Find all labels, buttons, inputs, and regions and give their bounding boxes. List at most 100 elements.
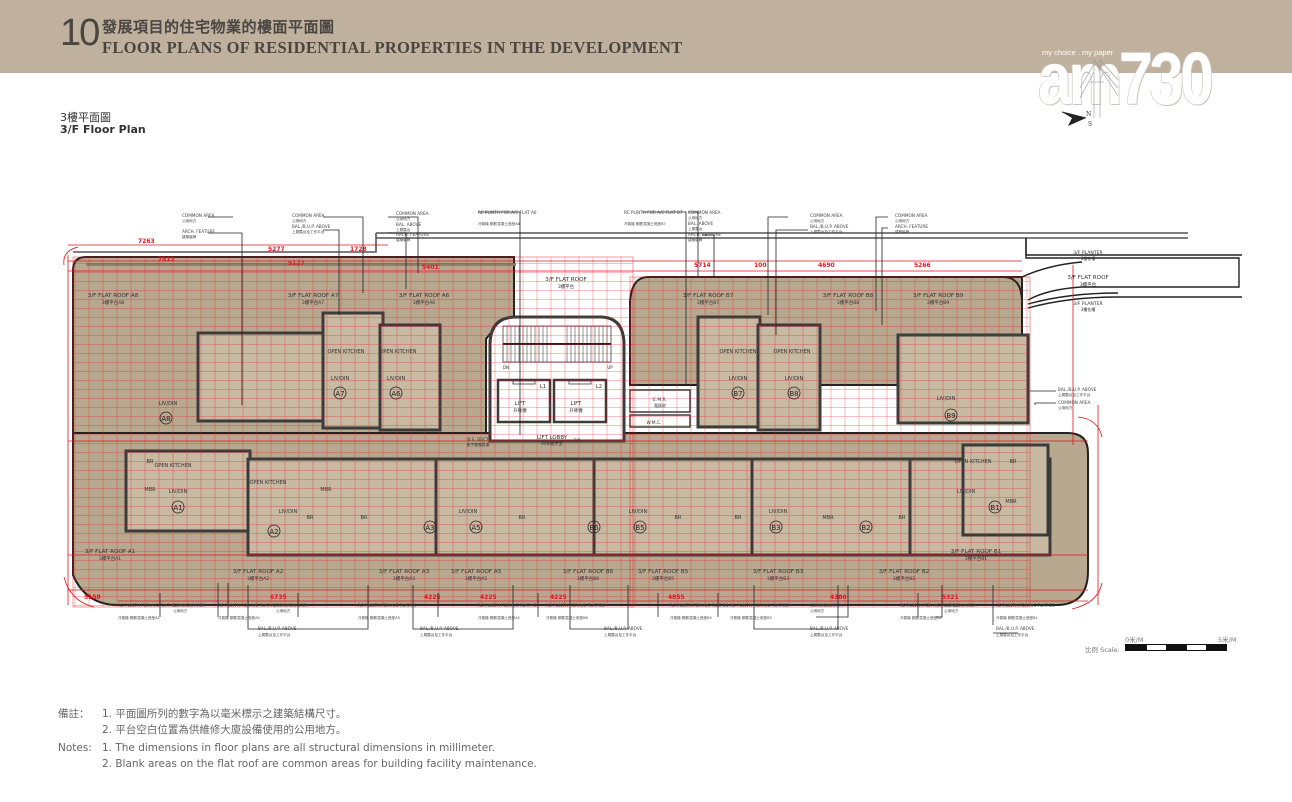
scale-label: 比例 Scale: [1085,646,1120,654]
unit-tag-b8: B8 [787,386,801,400]
svg-text:3/F FLAT ROOF A5: 3/F FLAT ROOF A5 [451,569,502,575]
svg-text:3樓平台B3: 3樓平台B3 [767,575,789,582]
svg-text:3樓花槽: 3樓花槽 [1081,306,1096,312]
svg-text:COMMON AREA: COMMON AREA [292,213,325,218]
svg-text:LIV/DIN: LIV/DIN [279,509,298,515]
svg-text:3/F FLAT ROOF B1: 3/F FLAT ROOF B1 [951,549,1002,555]
svg-text:7263: 7263 [138,238,155,245]
svg-text:E.M.R.: E.M.R. [653,397,667,403]
svg-text:5127: 5127 [288,260,305,267]
svg-text:公用地方: 公用地方 [292,218,307,223]
notes-en-item-1: 1. The dimensions in floor plans are all… [102,742,495,754]
svg-text:3/F FLAT ROOF: 3/F FLAT ROOF [545,277,586,283]
svg-text:5714: 5714 [694,262,711,269]
header-band [0,0,1292,73]
svg-text:BR: BR [1010,459,1017,465]
notes-zh-row-2: 2. 平台空白位置為供維修大廈設備使用的公用地方。 [58,723,537,739]
svg-text:上層露台及工作平台: 上層露台及工作平台 [810,632,843,637]
svg-text:A5: A5 [471,524,480,532]
svg-text:LIFT: LIFT [571,401,583,407]
svg-text:RC PLINTH FOR A/C FLAT A2: RC PLINTH FOR A/C FLAT A2 [218,603,277,608]
notes-en-row-2: 2. Blank areas on the flat roof are comm… [58,757,537,773]
svg-text:W.M.C.: W.M.C. [647,420,662,426]
svg-text:6735: 6735 [270,594,287,601]
svg-text:上層露台: 上層露台 [396,227,411,232]
svg-text:電錶房: 電錶房 [654,402,666,408]
svg-text:B.S. DUCT: B.S. DUCT [467,437,489,442]
svg-text:LIV/DIN: LIV/DIN [169,489,188,495]
svg-text:BAL. ABOVE: BAL. ABOVE [688,221,713,226]
compass-south-label: S [1088,121,1093,128]
svg-text:OPEN KITCHEN: OPEN KITCHEN [379,349,416,355]
svg-text:B7: B7 [733,390,742,398]
svg-text:3/F FLAT ROOF: 3/F FLAT ROOF [1067,275,1108,281]
svg-text:P.D.: P.D. [574,438,582,443]
svg-text:3/F FLAT ROOF A2: 3/F FLAT ROOF A2 [233,569,284,575]
svg-text:3樓平台B8: 3樓平台B8 [837,299,859,306]
unit-tag-a5: A5 [469,520,483,534]
svg-text:公用地方: 公用地方 [688,215,703,220]
svg-text:B9: B9 [946,412,955,420]
svg-text:3樓平台A1: 3樓平台A1 [99,555,121,562]
page-title-en: FLOOR PLANS OF RESIDENTIAL PROPERTIES IN… [102,38,683,57]
svg-text:A6: A6 [391,390,401,398]
svg-text:LIFT LOBBY: LIFT LOBBY [537,435,568,441]
svg-text:3/F FLAT ROOF A6: 3/F FLAT ROOF A6 [399,293,450,299]
svg-text:BR: BR [307,515,314,521]
svg-text:B5: B5 [635,524,644,532]
svg-text:3樓平台B5: 3樓平台B5 [652,575,674,582]
svg-text:LIV/DIN: LIV/DIN [629,509,648,515]
svg-text:冷氣機 鋼筋混凝土底座A1: 冷氣機 鋼筋混凝土底座A1 [118,615,160,620]
svg-text:冷氣機 鋼筋混凝土底座A6: 冷氣機 鋼筋混凝土底座A6 [478,221,521,226]
svg-text:COMMON AREA: COMMON AREA [182,213,215,218]
notes-en-label: Notes: [58,742,92,754]
logo-tagline: my choice . my paper [1042,48,1114,57]
svg-text:建築裝飾: 建築裝飾 [895,229,910,234]
svg-text:建築裝飾: 建築裝飾 [396,237,411,242]
scale-end-label: 5米/M [1218,636,1237,644]
svg-text:MBR: MBR [320,487,332,493]
svg-text:BAL. ABOVE: BAL. ABOVE [396,222,421,227]
svg-text:B3: B3 [771,524,780,532]
unit-tag-b5: B5 [633,520,647,534]
svg-text:5401: 5401 [422,264,439,271]
svg-text:公用地方: 公用地方 [276,608,291,613]
svg-text:RC PLINTH FOR A/C FLAT B6: RC PLINTH FOR A/C FLAT B6 [546,603,605,608]
svg-text:BAL./B.U.P. ABOVE: BAL./B.U.P. ABOVE [258,626,297,631]
svg-text:上層露台及工作平台: 上層露台及工作平台 [258,632,291,637]
svg-text:RC PLINTH FOR A/C FLAT B3: RC PLINTH FOR A/C FLAT B3 [730,603,789,608]
svg-text:冷氣機 鋼筋混凝土底座B1: 冷氣機 鋼筋混凝土底座B1 [996,615,1038,620]
svg-text:DN: DN [503,365,509,370]
svg-text:LIV/DIN: LIV/DIN [159,401,178,407]
svg-text:COMMON AREA: COMMON AREA [895,213,928,218]
svg-text:BAL./B.U.P. ABOVE: BAL./B.U.P. ABOVE [810,626,849,631]
svg-text:冷氣機 鋼筋混凝土底座B3: 冷氣機 鋼筋混凝土底座B3 [730,615,772,620]
compass-north-label: N [1086,111,1092,118]
svg-text:BR: BR [899,515,906,521]
svg-text:建築裝飾: 建築裝飾 [688,237,703,242]
svg-text:4855: 4855 [668,594,685,601]
svg-text:3樓平台B2: 3樓平台B2 [893,575,915,582]
notes-en-item-2: 2. Blank areas on the flat roof are comm… [102,757,537,770]
svg-text:A7: A7 [335,390,344,398]
room-labels: LIV/DIN LIV/DIN LIV/DIN LIV/DIN LIV/DIN … [144,349,1017,521]
svg-text:公用地方: 公用地方 [1058,405,1073,410]
scale-graphic [1125,644,1227,651]
svg-text:BR: BR [675,515,682,521]
scale-start-label: 0米/M [1125,636,1144,644]
svg-text:RC PLINTH FOR A/C FLAT B2: RC PLINTH FOR A/C FLAT B2 [900,603,959,608]
unit-tag-a3: A3 [423,520,437,534]
svg-text:屋宇裝備管道: 屋宇裝備管道 [467,442,490,447]
svg-text:RC PLINTH FOR A/C FLAT A6: RC PLINTH FOR A/C FLAT A6 [478,210,537,215]
svg-text:LIV/DIN: LIV/DIN [769,509,788,515]
east-planters [1021,238,1242,309]
svg-text:LIV/DIN: LIV/DIN [459,509,478,515]
svg-text:100: 100 [754,262,767,269]
svg-text:3/F FLAT ROOF B3: 3/F FLAT ROOF B3 [753,569,804,575]
svg-text:3/F FLAT ROOF B9: 3/F FLAT ROOF B9 [913,293,964,299]
svg-text:ARCH. FEATURE: ARCH. FEATURE [182,229,215,234]
unit-tag-a1: A1 [171,500,185,514]
svg-text:COMMON AREA: COMMON AREA [396,211,429,216]
section-number: 10 [60,12,100,54]
